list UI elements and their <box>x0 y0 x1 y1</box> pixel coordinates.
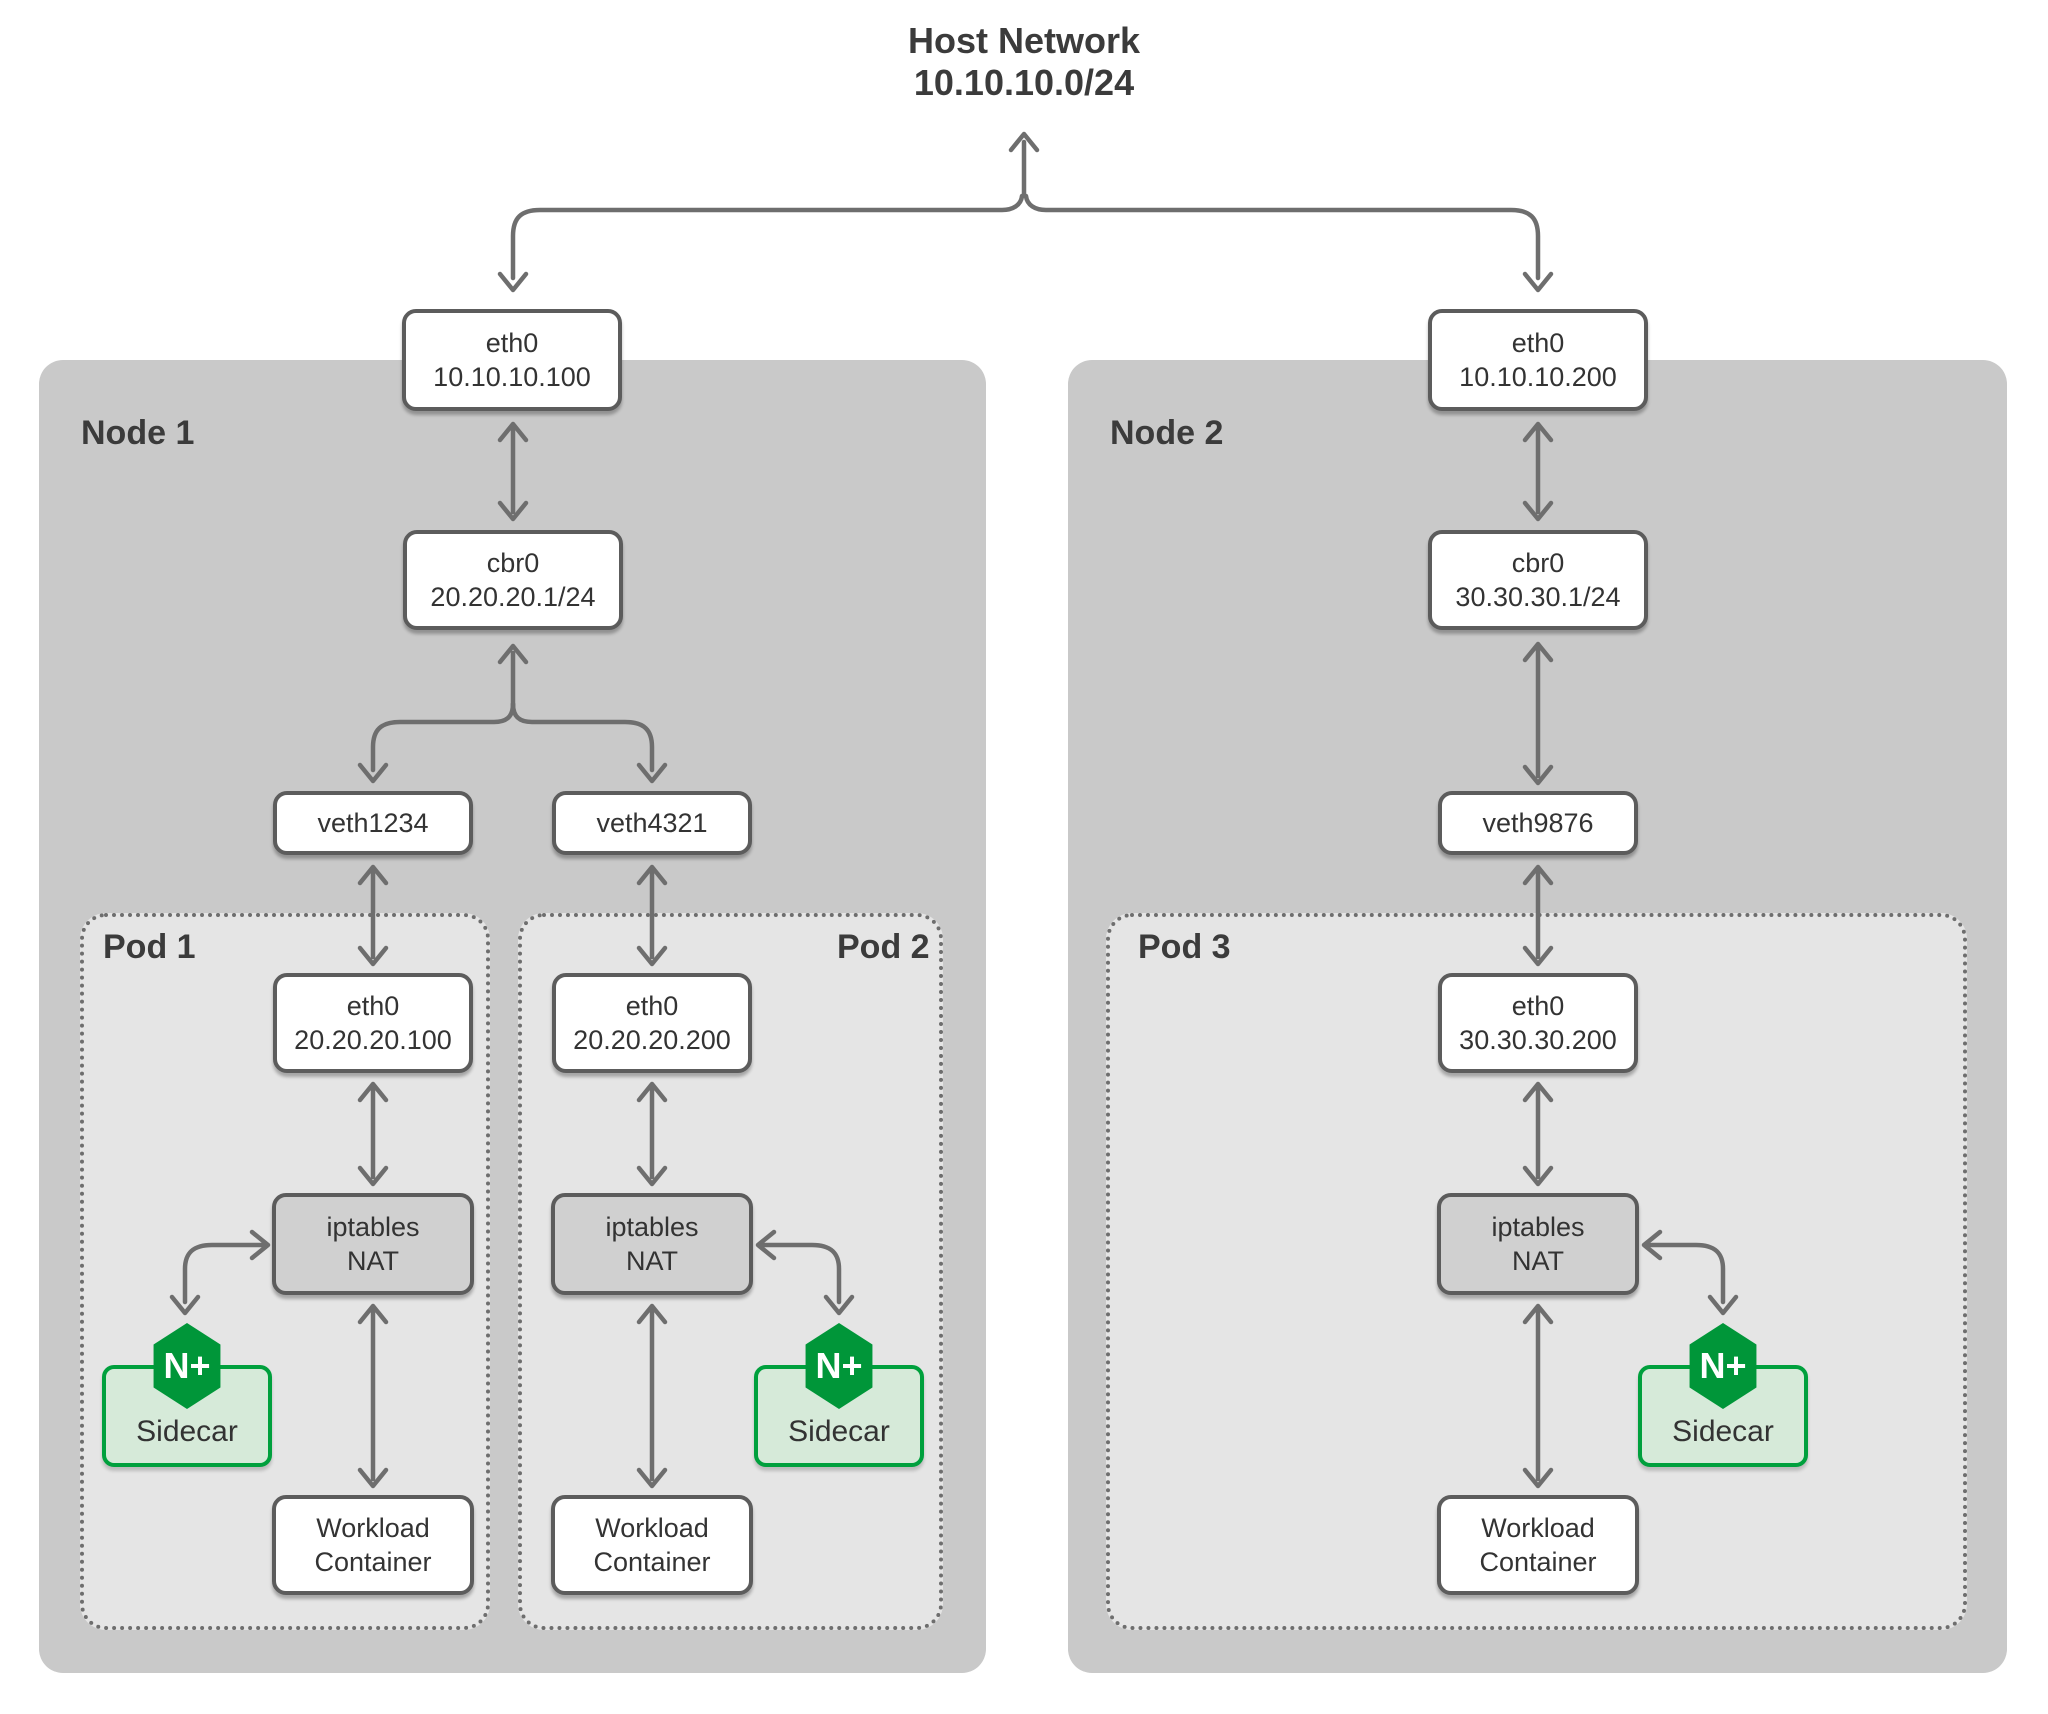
arrow-nat3-workload <box>1522 1303 1554 1489</box>
host-network-subnet: 10.10.10.0/24 <box>913 62 1135 104</box>
pod1-nat-line2: NAT <box>347 1246 399 1276</box>
node2-eth0-box: eth0 10.10.10.200 <box>1428 309 1648 411</box>
pod3-workload-line1: Workload <box>1481 1512 1595 1543</box>
pod2-nat-line2: NAT <box>626 1246 678 1276</box>
arrow-veth9876-pod3eth <box>1522 864 1554 967</box>
pod3-label: Pod 3 <box>1138 928 1231 966</box>
pod1-nginx-plus-text: N+ <box>163 1345 211 1386</box>
node1-eth0-box: eth0 10.10.10.100 <box>402 309 622 411</box>
pod2-workload-line1: Workload <box>595 1512 709 1543</box>
node2-cbr0-name: cbr0 <box>1511 547 1565 578</box>
node1-eth0-ip: 10.10.10.100 <box>433 362 591 392</box>
pod2-nginx-plus-text: N+ <box>815 1345 863 1386</box>
pod2-nat-line1: iptables <box>605 1211 699 1242</box>
branch-to-veth1234 <box>357 701 516 784</box>
arrow-pod2eth-nat <box>636 1081 668 1187</box>
arrow-veth4321-pod2eth <box>636 864 668 967</box>
loop-nat3-sidecar <box>1641 1229 1739 1316</box>
pod3-nginx-plus-text: N+ <box>1699 1345 1747 1386</box>
pod2-workload-line2: Container <box>593 1547 711 1577</box>
host-network-title-line1: Host Network <box>907 20 1141 61</box>
node2-label: Node 2 <box>1110 414 1224 452</box>
arrow-nat1-workload <box>357 1303 389 1489</box>
node1-label: Node 1 <box>81 414 195 452</box>
loop-nat2-sidecar <box>755 1229 855 1316</box>
pod2-sidecar-box: Sidecar <box>754 1365 924 1467</box>
loop-nat1-sidecar <box>169 1229 271 1316</box>
pod3-workload-box: Workload Container <box>1437 1495 1639 1595</box>
arrow-node2-cbr-veth <box>1522 641 1554 786</box>
node1-eth0-name: eth0 <box>485 327 539 358</box>
arrow-pod1eth-nat <box>357 1081 389 1187</box>
pod1-workload-line1: Workload <box>316 1512 430 1543</box>
pod1-eth0-ip: 20.20.20.100 <box>294 1025 452 1055</box>
pod3-eth0-box: eth0 30.30.30.200 <box>1438 973 1638 1073</box>
pod2-sidecar-label: Sidecar <box>788 1415 890 1448</box>
pod2-eth0-ip: 20.20.20.200 <box>573 1025 731 1055</box>
pod3-workload-line2: Container <box>1479 1547 1597 1577</box>
trunk-right-branch <box>1023 193 1554 293</box>
trunk-left-branch <box>497 193 1025 293</box>
pod3-nat-line1: iptables <box>1491 1211 1585 1242</box>
node2-eth0-ip: 10.10.10.200 <box>1459 362 1617 392</box>
pod2-iptables-nat-box: iptables NAT <box>551 1193 753 1295</box>
pod3-nat-line2: NAT <box>1512 1246 1564 1276</box>
veth1234-box: veth1234 <box>273 791 473 855</box>
pod2-eth0-box: eth0 20.20.20.200 <box>552 973 752 1073</box>
pod3-eth0-ip: 30.30.30.200 <box>1459 1025 1617 1055</box>
pod1-nginx-plus-icon: N+ <box>153 1323 221 1409</box>
arrow-veth1234-pod1eth <box>357 864 389 967</box>
arrow-pod3eth-nat <box>1522 1081 1554 1187</box>
pod1-sidecar-label: Sidecar <box>136 1415 238 1448</box>
node1-cbr0-ip: 20.20.20.1/24 <box>430 582 596 612</box>
pod2-workload-box: Workload Container <box>551 1495 753 1595</box>
branch-stem-up <box>497 643 529 713</box>
pod1-eth0-box: eth0 20.20.20.100 <box>273 973 473 1073</box>
pod3-eth0-name: eth0 <box>1511 990 1565 1021</box>
pod2-label: Pod 2 <box>837 928 930 966</box>
pod1-iptables-nat-box: iptables NAT <box>272 1193 474 1295</box>
pod1-label: Pod 1 <box>103 928 196 966</box>
branch-to-veth4321 <box>510 701 668 784</box>
pod3-iptables-nat-box: iptables NAT <box>1437 1193 1639 1295</box>
host-network-title: Host Network 10.10.10.0/24 <box>724 20 1324 105</box>
pod1-workload-line2: Container <box>314 1547 432 1577</box>
node1-cbr0-name: cbr0 <box>486 547 540 578</box>
host-up-arrow <box>1008 131 1040 199</box>
node1-cbr0-box: cbr0 20.20.20.1/24 <box>403 530 623 630</box>
pod1-eth0-name: eth0 <box>346 990 400 1021</box>
node2-cbr0-box: cbr0 30.30.30.1/24 <box>1428 530 1648 630</box>
node2-cbr0-ip: 30.30.30.1/24 <box>1455 582 1621 612</box>
pod1-workload-box: Workload Container <box>272 1495 474 1595</box>
arrow-nat2-workload <box>636 1303 668 1489</box>
pod1-nat-line1: iptables <box>326 1211 420 1242</box>
node2-eth0-name: eth0 <box>1511 327 1565 358</box>
arrow-node1-eth-cbr <box>497 421 529 522</box>
veth9876-box: veth9876 <box>1438 791 1638 855</box>
pod3-nginx-plus-icon: N+ <box>1689 1323 1757 1409</box>
arrow-node2-eth-cbr <box>1522 421 1554 522</box>
pod2-eth0-name: eth0 <box>625 990 679 1021</box>
veth4321-box: veth4321 <box>552 791 752 855</box>
pod3-sidecar-label: Sidecar <box>1672 1415 1774 1448</box>
pod2-nginx-plus-icon: N+ <box>805 1323 873 1409</box>
